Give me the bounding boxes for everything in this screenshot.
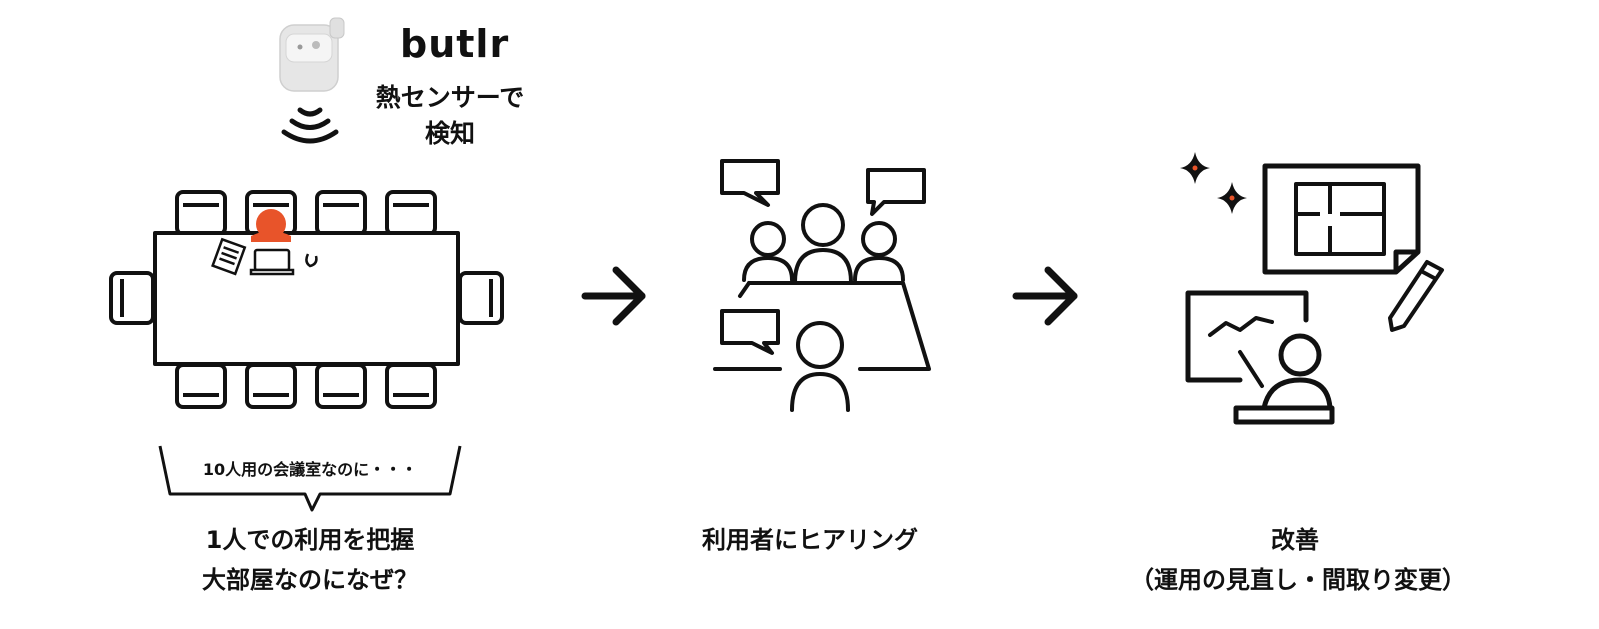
conference-table-icon (109, 190, 504, 409)
signal-waves-icon (281, 107, 339, 144)
chairs-top (175, 190, 437, 236)
laptop-icon (249, 248, 295, 276)
cup-icon (305, 253, 318, 268)
desk-items (211, 237, 318, 276)
interview-meeting-icon (713, 159, 931, 412)
brand-logo: butlr (400, 22, 510, 66)
scene1-caption: 1人での利用を把握 大部屋なのになぜ？ (202, 526, 418, 594)
speech-bubble-icon (720, 309, 780, 355)
scene2-caption: 利用者にヒアリング (702, 526, 918, 554)
documents-icon (211, 237, 247, 276)
chair-right (458, 271, 504, 325)
floor-plan-icon (1262, 163, 1421, 275)
table-top (153, 231, 460, 366)
chairs-bottom (175, 363, 437, 409)
pencil-icon (1388, 260, 1444, 332)
scene1-bubble-text: 10人用の会議室なのに・・・ (202, 460, 418, 479)
presentation-icon (1185, 290, 1335, 425)
speech-bubble-icon (866, 168, 926, 216)
speech-bracket (158, 445, 462, 512)
sensor-label: 熱センサーで 検知 (375, 83, 525, 148)
thermal-sensor-device (279, 17, 345, 92)
sparkle-icon (1180, 152, 1247, 214)
arrow-right-icon (581, 266, 646, 326)
chair-left (109, 271, 155, 325)
arrow-right-icon (1012, 266, 1078, 326)
scene3-caption: 改善 （運用の見直し・間取り変更） (1130, 526, 1466, 594)
occupant-person-icon (251, 209, 291, 242)
speech-bubble-icon (720, 159, 780, 207)
